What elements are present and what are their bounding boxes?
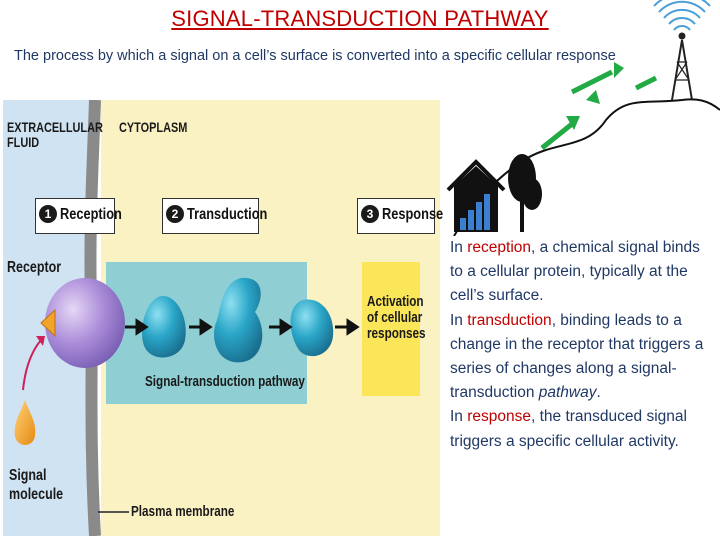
relay-molecule-1 [142,296,186,358]
cytoplasm-label: CYTOPLASM [119,119,188,135]
radio-tower-icon [653,0,711,101]
illustration-canvas [446,0,720,237]
text-fragment: , a chemical signal binds to a cellular … [450,239,700,305]
text-fragment: , binding leads to a change in the recep… [450,311,704,402]
extracellular-label: EXTRACELLULAR FLUID [7,119,103,150]
transduction-paragraph: In transduction, binding leads to a chan… [450,309,716,406]
receptor-binding-site [40,308,56,338]
receptor-label: Receptor [7,259,62,276]
pathway-label: Signal-transduction pathway [145,373,305,390]
keyword-reception: reception [467,239,531,256]
pathway-arrows [125,318,360,336]
signal-arrowhead [36,336,45,346]
relay-molecule-3 [290,299,334,357]
signal-arrows-icon [540,62,658,150]
keyword-response: response [467,408,531,426]
page-subtitle: The process by which a signal on a cell’… [14,48,616,64]
plasma-membrane-label: Plasma membrane [131,503,235,520]
diagram-canvas [3,100,440,536]
relay-molecule-2 [214,277,263,363]
step-transduction: 2 Transduction [162,198,267,234]
text-fragment: In [450,311,468,329]
tree-icon [508,154,542,232]
signal-illustration [446,0,720,237]
pathway-italic: pathway [538,384,597,402]
text-fragment: . [596,384,601,402]
step-reception: 1 Reception [35,198,122,234]
signal-bars-icon [460,194,490,230]
description: In reception, a chemical signal binds to… [450,236,716,454]
keyword-transduction: transduction [467,311,552,329]
step-response: 3 Response [357,198,443,234]
step-label: Transduction [187,206,268,223]
reception-paragraph: In reception, a chemical signal binds to… [450,236,716,309]
signal-transduction-diagram: EXTRACELLULAR FLUID CYTOPLASM 1 Receptio… [3,100,443,536]
step-label: Response [382,206,444,223]
response-region [362,262,420,396]
text-fragment: In [450,239,468,256]
step-number: 3 [361,205,379,223]
response-paragraph: In response, the transduced signal trigg… [450,405,716,453]
text-fragment: , the transduced signal triggers a speci… [450,408,687,450]
receptor-shape [45,278,125,368]
step-number: 1 [39,205,57,223]
step-number: 2 [166,205,184,223]
signal-molecule-shape [14,400,36,445]
response-box-label: Activation of cellular responses [367,293,426,342]
text-fragment: In [450,408,468,426]
signal-molecule-label: Signal molecule [9,467,64,504]
step-label: Reception [60,206,122,223]
page-title: SIGNAL-TRANSDUCTION PATHWAY [171,6,549,31]
signal-arrow [22,339,42,391]
